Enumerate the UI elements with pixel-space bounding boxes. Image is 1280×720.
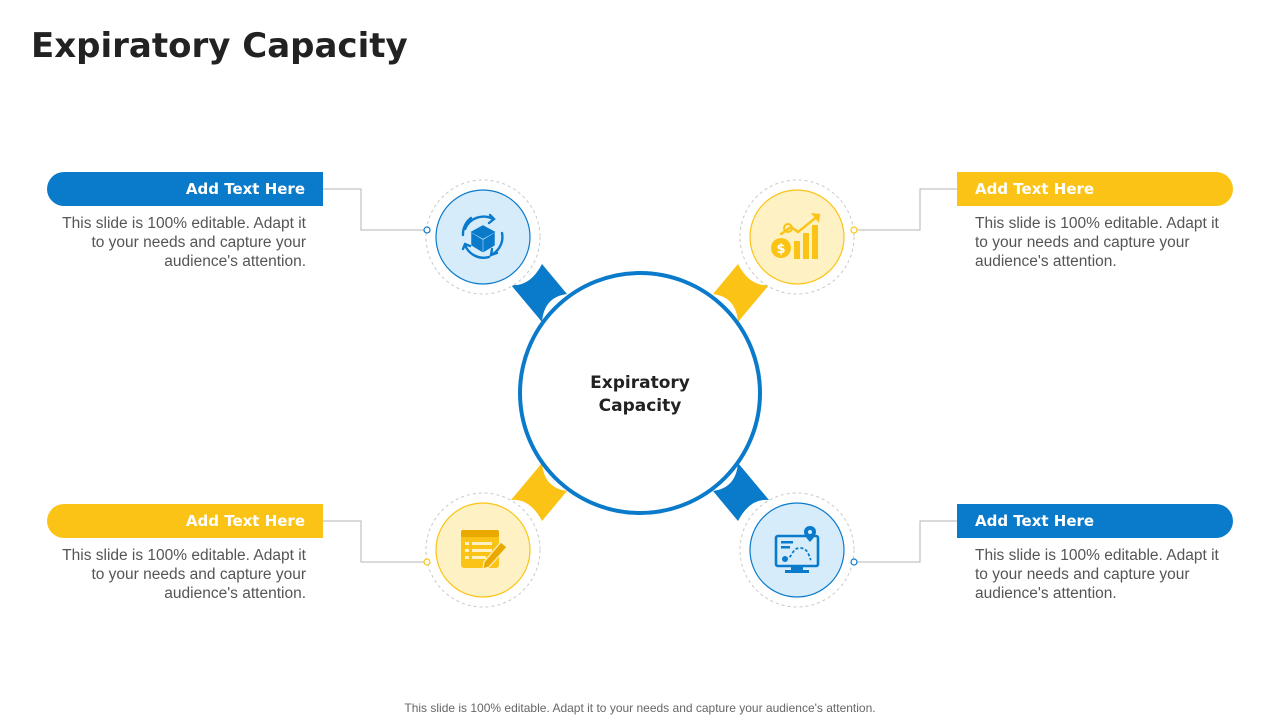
center-label-line1: Expiratory bbox=[590, 373, 690, 393]
connector-dot-bottom-left bbox=[423, 558, 431, 566]
node-top-right bbox=[739, 179, 855, 295]
connector-line-top-left bbox=[323, 188, 427, 231]
notepad-pencil-icon bbox=[461, 530, 508, 570]
svg-text:$: $ bbox=[776, 242, 785, 257]
center-label: Expiratory Capacity bbox=[540, 372, 740, 418]
heading-bottom-left: Add Text Here bbox=[185, 512, 305, 530]
money-growth-chart-icon: $ bbox=[771, 213, 821, 259]
monitor-route-icon bbox=[774, 526, 820, 573]
cube-cycle-icon bbox=[461, 213, 504, 259]
description-bottom-left: This slide is 100% editable. Adapt it to… bbox=[62, 547, 306, 602]
heading-bottom-right: Add Text Here bbox=[975, 512, 1095, 530]
connector-line-top-right bbox=[854, 188, 957, 231]
slide-title: Expiratory Capacity bbox=[31, 26, 408, 66]
connector-dot-top-right bbox=[850, 226, 858, 234]
heading-pill-top-right: Add Text Here bbox=[957, 172, 1233, 206]
description-top-right: This slide is 100% editable. Adapt it to… bbox=[975, 215, 1219, 270]
heading-top-left: Add Text Here bbox=[185, 180, 305, 198]
heading-pill-top-left: Add Text Here bbox=[47, 172, 323, 206]
connector-line-bottom-right bbox=[854, 520, 957, 563]
footer-note: This slide is 100% editable. Adapt it to… bbox=[404, 701, 876, 715]
node-bottom-right bbox=[739, 492, 855, 608]
connector-dot-top-left bbox=[423, 226, 431, 234]
connector-dot-bottom-right bbox=[850, 558, 858, 566]
wedge-top-right bbox=[713, 264, 769, 322]
wedge-bottom-right bbox=[713, 463, 769, 521]
heading-pill-bottom-right: Add Text Here bbox=[957, 504, 1233, 538]
heading-pill-bottom-left: Add Text Here bbox=[47, 504, 323, 538]
connector-line-bottom-left bbox=[323, 520, 427, 563]
description-bottom-right: This slide is 100% editable. Adapt it to… bbox=[975, 547, 1219, 602]
center-circle bbox=[518, 271, 762, 515]
center-label-line2: Capacity bbox=[598, 396, 682, 416]
heading-top-right: Add Text Here bbox=[975, 180, 1095, 198]
wedge-top-left bbox=[511, 264, 567, 322]
description-top-left: This slide is 100% editable. Adapt it to… bbox=[62, 215, 306, 270]
wedge-bottom-left bbox=[511, 463, 567, 521]
